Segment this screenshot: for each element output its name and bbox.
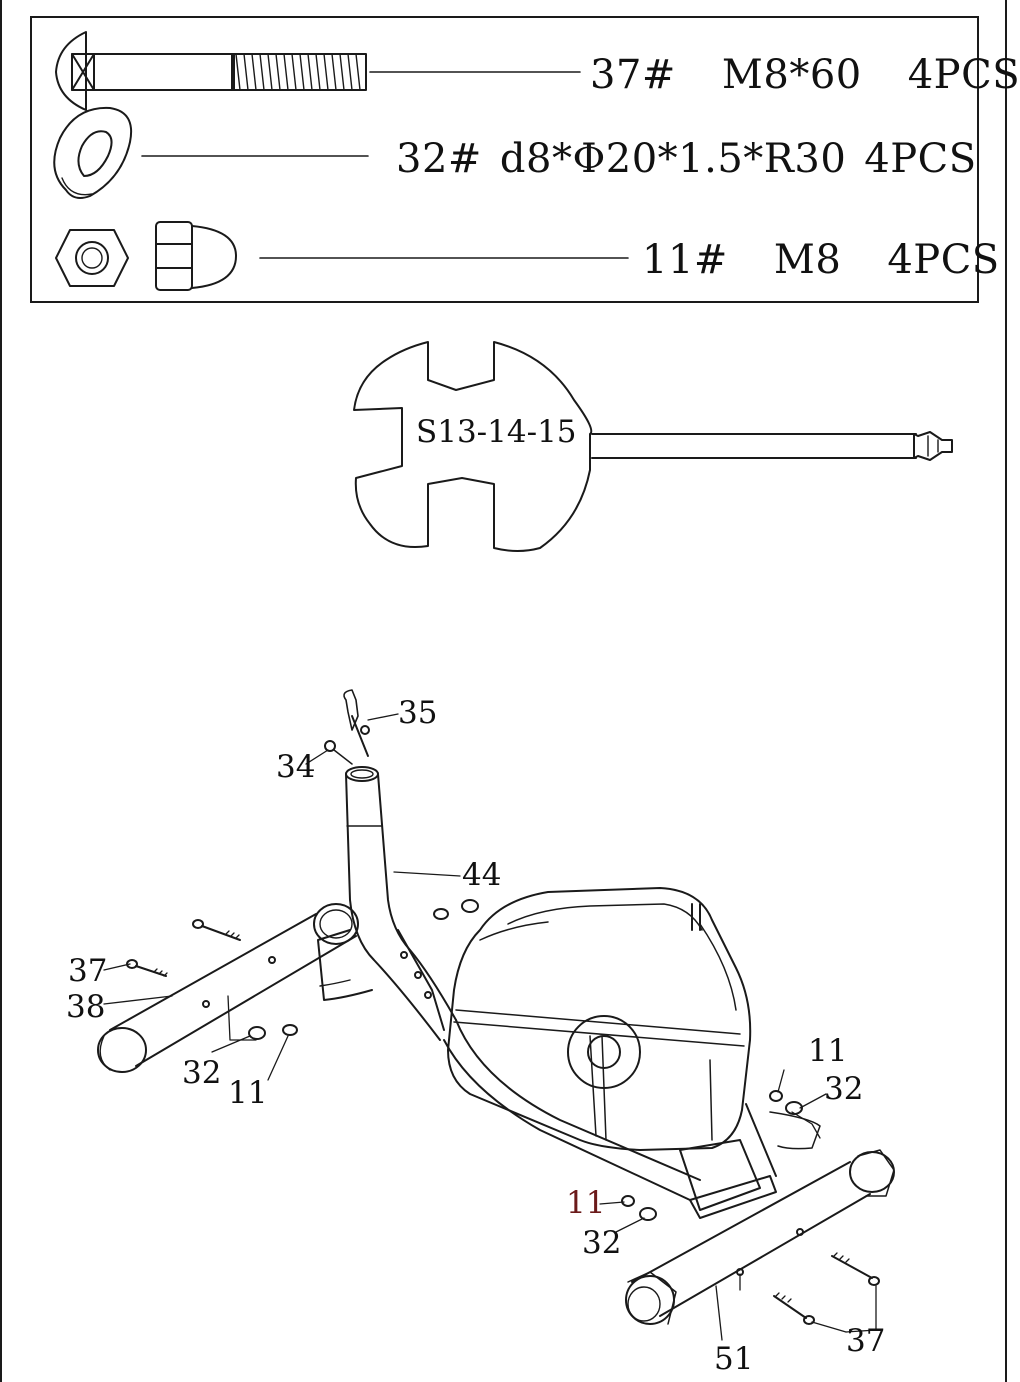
callout-37-rear: 37	[846, 1323, 886, 1359]
wrench-size-label: S13-14-15	[416, 414, 577, 450]
callout-44: 44	[462, 857, 502, 893]
carriage-bolt-icon	[55, 31, 581, 111]
rear-stabilizer-tube	[625, 1149, 895, 1325]
bolt-icon	[126, 919, 241, 977]
leader-lines	[103, 713, 877, 1341]
part-number: 37#	[590, 52, 676, 98]
callout-37-front: 37	[68, 953, 108, 989]
part-qty: 4PCS	[887, 237, 1000, 283]
elliptical-frame-assembly	[97, 689, 895, 1325]
bolt-icon	[773, 1252, 880, 1325]
callout-11-front: 11	[228, 1075, 268, 1111]
hex-nut-icon	[55, 229, 129, 287]
callout-32-front: 32	[182, 1055, 222, 1091]
hardware-row-11: 11# M8 4PCS	[642, 237, 1000, 283]
part-number: 32#	[396, 136, 482, 182]
part-spec: M8	[773, 237, 842, 283]
part-spec: d8*Φ20*1.5*R30	[499, 136, 847, 182]
callout-51: 51	[714, 1341, 754, 1377]
callout-32-rear-left: 32	[582, 1225, 622, 1261]
part-qty: 4PCS	[864, 136, 977, 182]
cap-nut-icon	[155, 221, 629, 291]
part-qty: 4PCS	[907, 52, 1020, 98]
callout-11-rear-left: 11	[566, 1185, 606, 1221]
hardware-row-32: 32# d8*Φ20*1.5*R30 4PCS	[396, 136, 977, 182]
hardware-parts-box	[30, 16, 979, 303]
part-number: 11#	[642, 237, 728, 283]
part-spec: M8*60	[721, 52, 862, 98]
callout-32-rear-right: 32	[824, 1071, 864, 1107]
multi-wrench-icon	[353, 341, 953, 552]
callout-34: 34	[276, 749, 316, 785]
front-stabilizer-tube	[97, 903, 359, 1073]
callout-11-rear-right: 11	[808, 1033, 848, 1069]
callout-35: 35	[398, 695, 438, 731]
curved-washer-icon	[53, 106, 369, 199]
callout-38: 38	[66, 989, 106, 1025]
hardware-row-37: 37# M8*60 4PCS	[590, 52, 1020, 98]
